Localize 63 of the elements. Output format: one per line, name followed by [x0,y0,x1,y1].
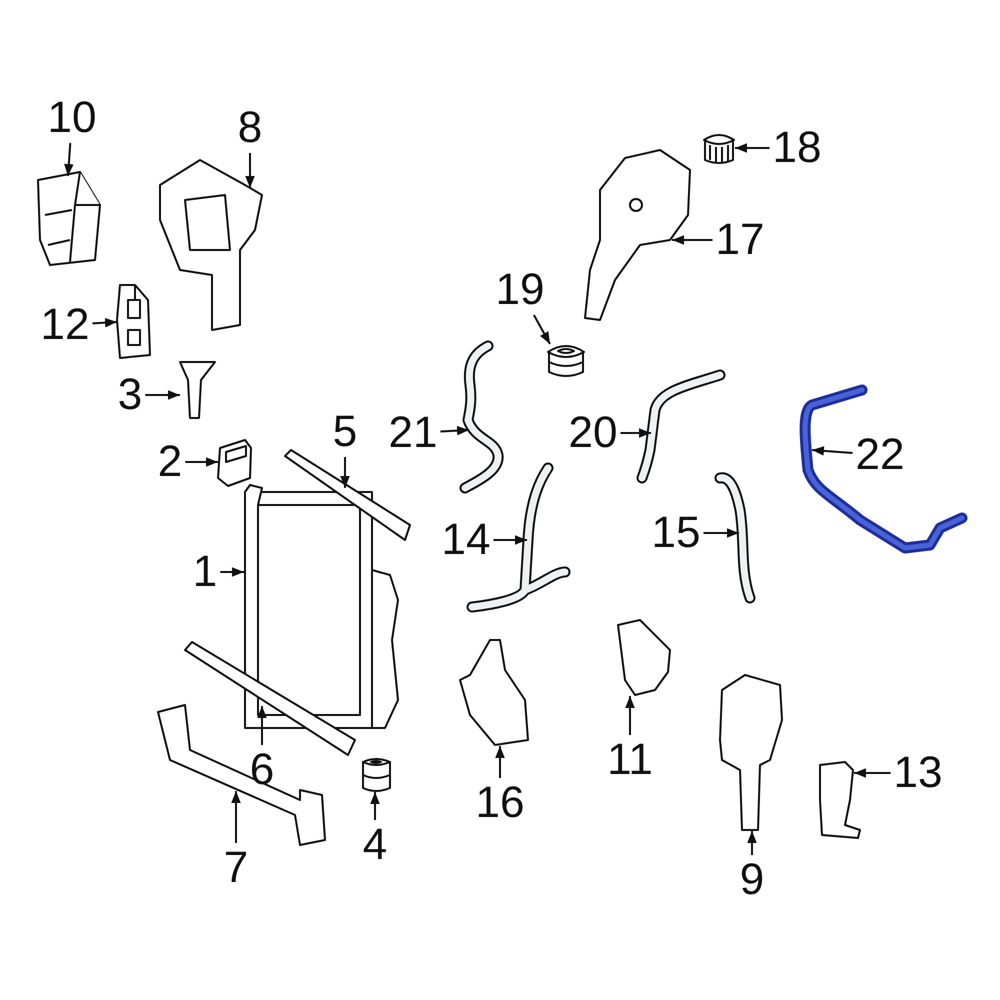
callout-number: 2 [158,440,182,484]
bracket-drawing [819,761,861,839]
leader-line [620,428,651,438]
leader-line [533,314,551,344]
leader-line [92,318,118,328]
leader-line [672,235,713,245]
leader-line [370,792,380,820]
leader-line [245,153,255,188]
callout-number: 13 [894,751,942,795]
leader-line [231,791,241,843]
air-duct-drawing [159,159,263,331]
callout-number: 18 [772,126,822,170]
leader-line [493,535,527,545]
leader-line [495,746,505,778]
callout-number: 4 [362,823,388,867]
leader-line [257,706,267,745]
callout-number: 8 [238,106,262,150]
callout-number: 22 [856,433,904,477]
callout-number: 3 [118,373,142,417]
callout-number: 21 [388,411,438,455]
leader-line [812,446,853,456]
air-deflector-drawing [37,171,101,266]
callout-number: 14 [442,518,490,562]
callout-number: 1 [192,550,218,594]
bracket-drawing [157,704,326,846]
callout-number: 15 [652,511,700,555]
grommet-drawing [547,345,585,377]
push-clip-drawing [179,361,216,419]
leader-line [854,768,891,778]
leader-line [703,528,739,538]
callout-number: 19 [496,268,544,312]
callout-number: 12 [40,303,90,347]
leader-line [625,696,635,735]
radiator-drawing [244,484,399,729]
cap-drawing [703,134,735,164]
hose-drawing [636,370,726,484]
bushing-drawing [217,439,252,487]
leader-line [220,567,244,577]
callout-number: 17 [716,218,764,262]
leader-line [747,831,757,855]
hose-drawing [714,472,756,604]
bracket-drawing [617,619,671,696]
reservoir-tank-drawing [584,149,691,321]
leader-line [64,142,74,176]
callout-number: 16 [476,781,524,825]
leader-line [440,426,470,436]
callout-number: 9 [740,858,764,902]
rubber-mount-drawing [362,758,391,792]
callout-number: 5 [332,410,358,454]
deflector-drawing [459,639,529,746]
leader-line [185,457,218,467]
side-bracket-drawing [116,284,151,359]
hose-drawing [800,384,968,554]
seal-strip-drawing [284,449,411,541]
leader-line [340,457,350,488]
callout-number: 10 [48,96,96,140]
bracket-drawing [719,674,783,831]
callout-number: 7 [224,846,248,890]
callout-number: 11 [607,738,653,782]
callout-number: 20 [568,411,618,455]
hose-drawing [460,340,504,494]
leader-line [145,390,180,400]
leader-line [735,143,770,153]
